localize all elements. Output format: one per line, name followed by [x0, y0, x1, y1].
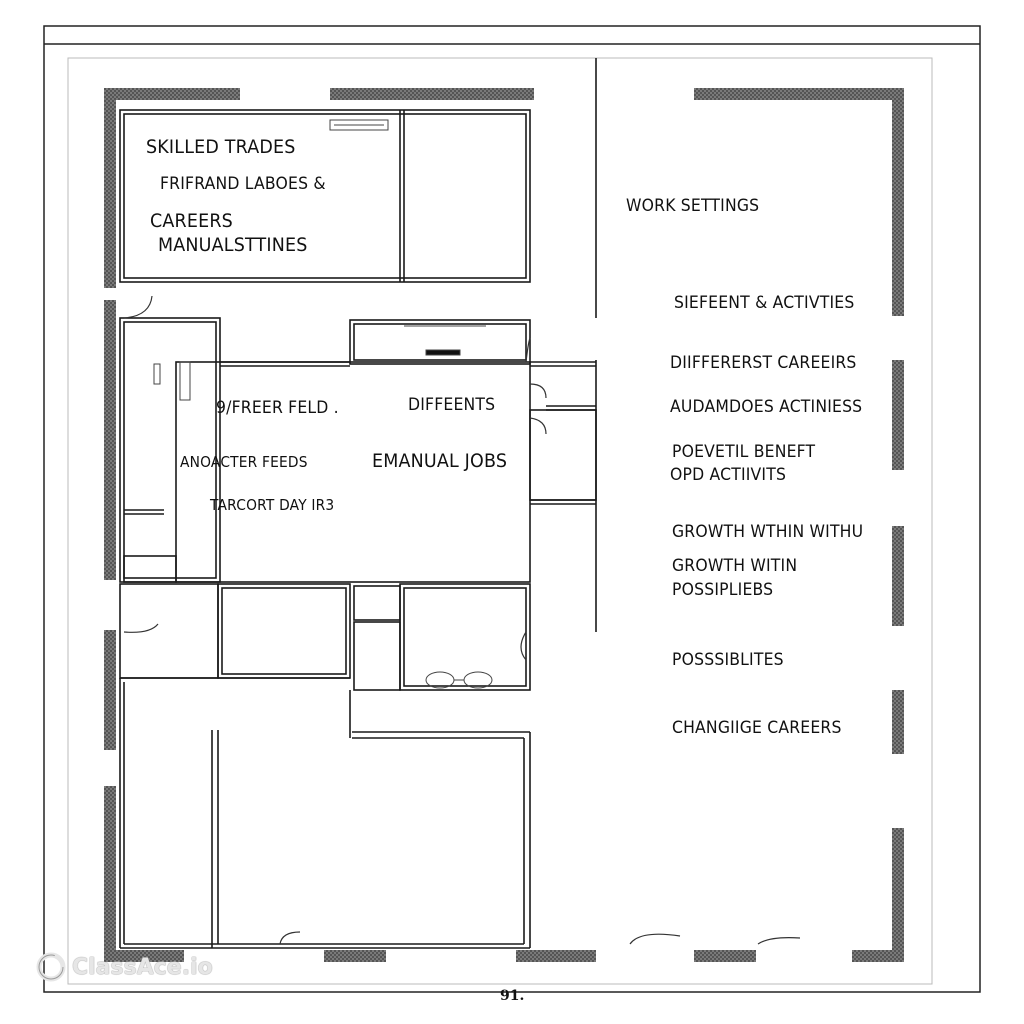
label-audamdoes-actiniess: AUDAMDOES ACTINIESS	[670, 397, 863, 417]
label-careers: CAREERS	[150, 210, 233, 232]
label-manualsttines: MANUALSTTINES	[158, 234, 308, 256]
label-freer-feld: 9/FREER FELD .	[216, 398, 339, 418]
label-anoacter-feeds: ANOACTER FEEDS	[180, 453, 308, 471]
watermark: ClassAce.io	[36, 952, 213, 982]
interior-walls	[119, 58, 597, 949]
label-laboes: FRIFRAND LABOES &	[160, 174, 326, 194]
classace-logo-icon	[36, 952, 66, 982]
label-posssiblites: POSSSIBLITES	[672, 650, 784, 670]
label-work-settings: WORK SETTINGS	[626, 196, 760, 216]
label-changiige-careers: CHANGIIGE CAREERS	[672, 718, 842, 738]
label-opd-activits: OPD ACTIIVITS	[670, 465, 787, 485]
watermark-text: ClassAce.io	[72, 954, 213, 980]
label-possipliebs: POSSIPLIEBS	[672, 580, 774, 600]
fixtures	[153, 119, 493, 689]
label-growth-wthin-withu: GROWTH WTHIN WITHU	[672, 522, 864, 542]
doors	[123, 295, 801, 945]
label-emanual-jobs: EMANUAL JOBS	[372, 450, 508, 472]
label-differerst-careers: DIIFFERERST CAREEIRS	[670, 353, 857, 373]
label-siefeent-activties: SIEFEENT & ACTIVTIES	[674, 293, 855, 313]
label-growth-witin: GROWTH WITIN	[672, 556, 798, 576]
label-tarcort-day: TARCORT DAY IR3	[210, 496, 335, 514]
exterior-walls	[104, 88, 904, 962]
label-diffeents: DIFFEENTS	[408, 395, 496, 415]
page-number: 91.	[500, 988, 525, 1004]
label-skilled-trades: SKILLED TRADES	[146, 136, 296, 158]
label-poevetil-beneft: POEVETIL BENEFT	[672, 442, 816, 462]
page-frame	[43, 25, 981, 993]
